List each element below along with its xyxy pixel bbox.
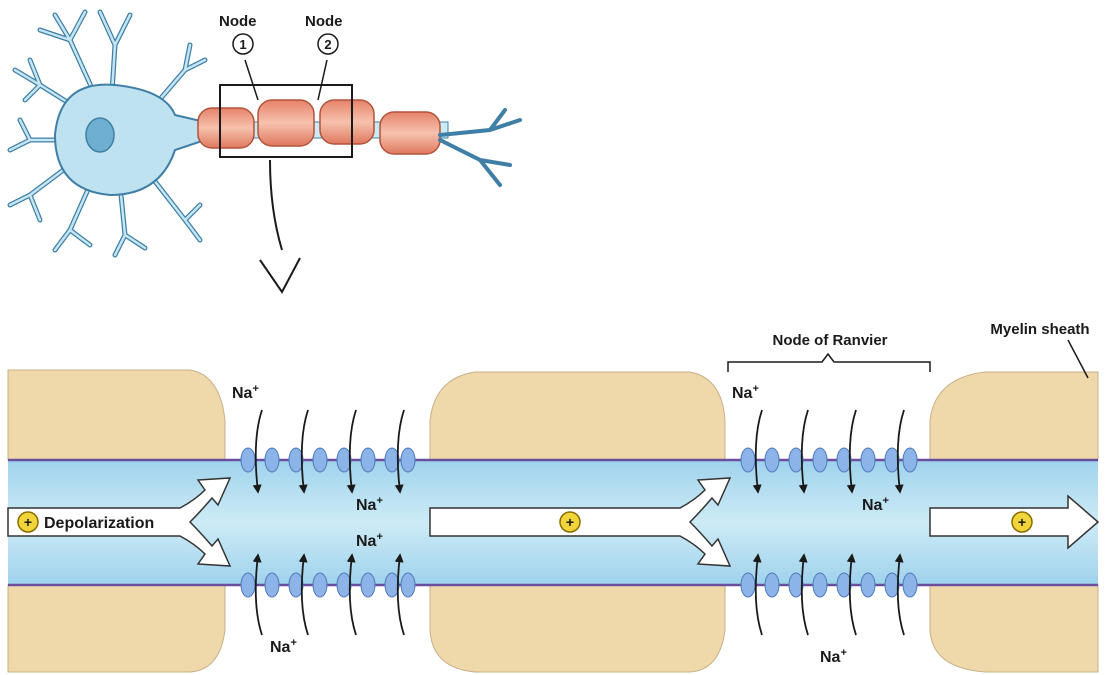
myelin-block-left-bottom <box>8 585 225 672</box>
node-1-number: 1 <box>239 37 246 52</box>
node-of-ranvier-label: Node of Ranvier <box>772 332 887 349</box>
positive-charge-marker-1: + <box>18 512 38 532</box>
node-of-ranvier-bracket <box>728 354 930 372</box>
na-label: Na+ <box>820 647 847 666</box>
depolarization-label: Depolarization <box>44 515 154 532</box>
myelin-block-mid-bottom <box>430 585 725 672</box>
myelin-block-right-top <box>930 372 1098 460</box>
svg-text:+: + <box>566 514 574 530</box>
myelin-block-right-bottom <box>930 585 1098 672</box>
myelin-sheath-label: Myelin sheath <box>990 321 1089 338</box>
na-label: Na+ <box>732 383 759 402</box>
na-label: Na+ <box>270 637 297 656</box>
node-2-number: 2 <box>324 37 331 52</box>
positive-charge-marker-2: + <box>560 512 580 532</box>
node-2-label: Node <box>305 13 343 30</box>
node-1-callout: Node 1 <box>219 13 257 54</box>
na-label: Na+ <box>232 383 259 402</box>
positive-charge-marker-3: + <box>1012 512 1032 532</box>
myelin-block-mid-top <box>430 372 725 460</box>
axon-terminals <box>440 110 520 185</box>
nucleus <box>86 118 114 152</box>
svg-text:+: + <box>24 514 32 530</box>
node-1-label: Node <box>219 13 257 30</box>
zoom-arrow <box>270 160 282 250</box>
myelin-block-left-top <box>8 370 225 460</box>
cell-body <box>55 85 205 195</box>
neuron-illustration <box>10 12 520 292</box>
svg-text:+: + <box>1018 514 1026 530</box>
node-2-callout: Node 2 <box>305 13 343 54</box>
